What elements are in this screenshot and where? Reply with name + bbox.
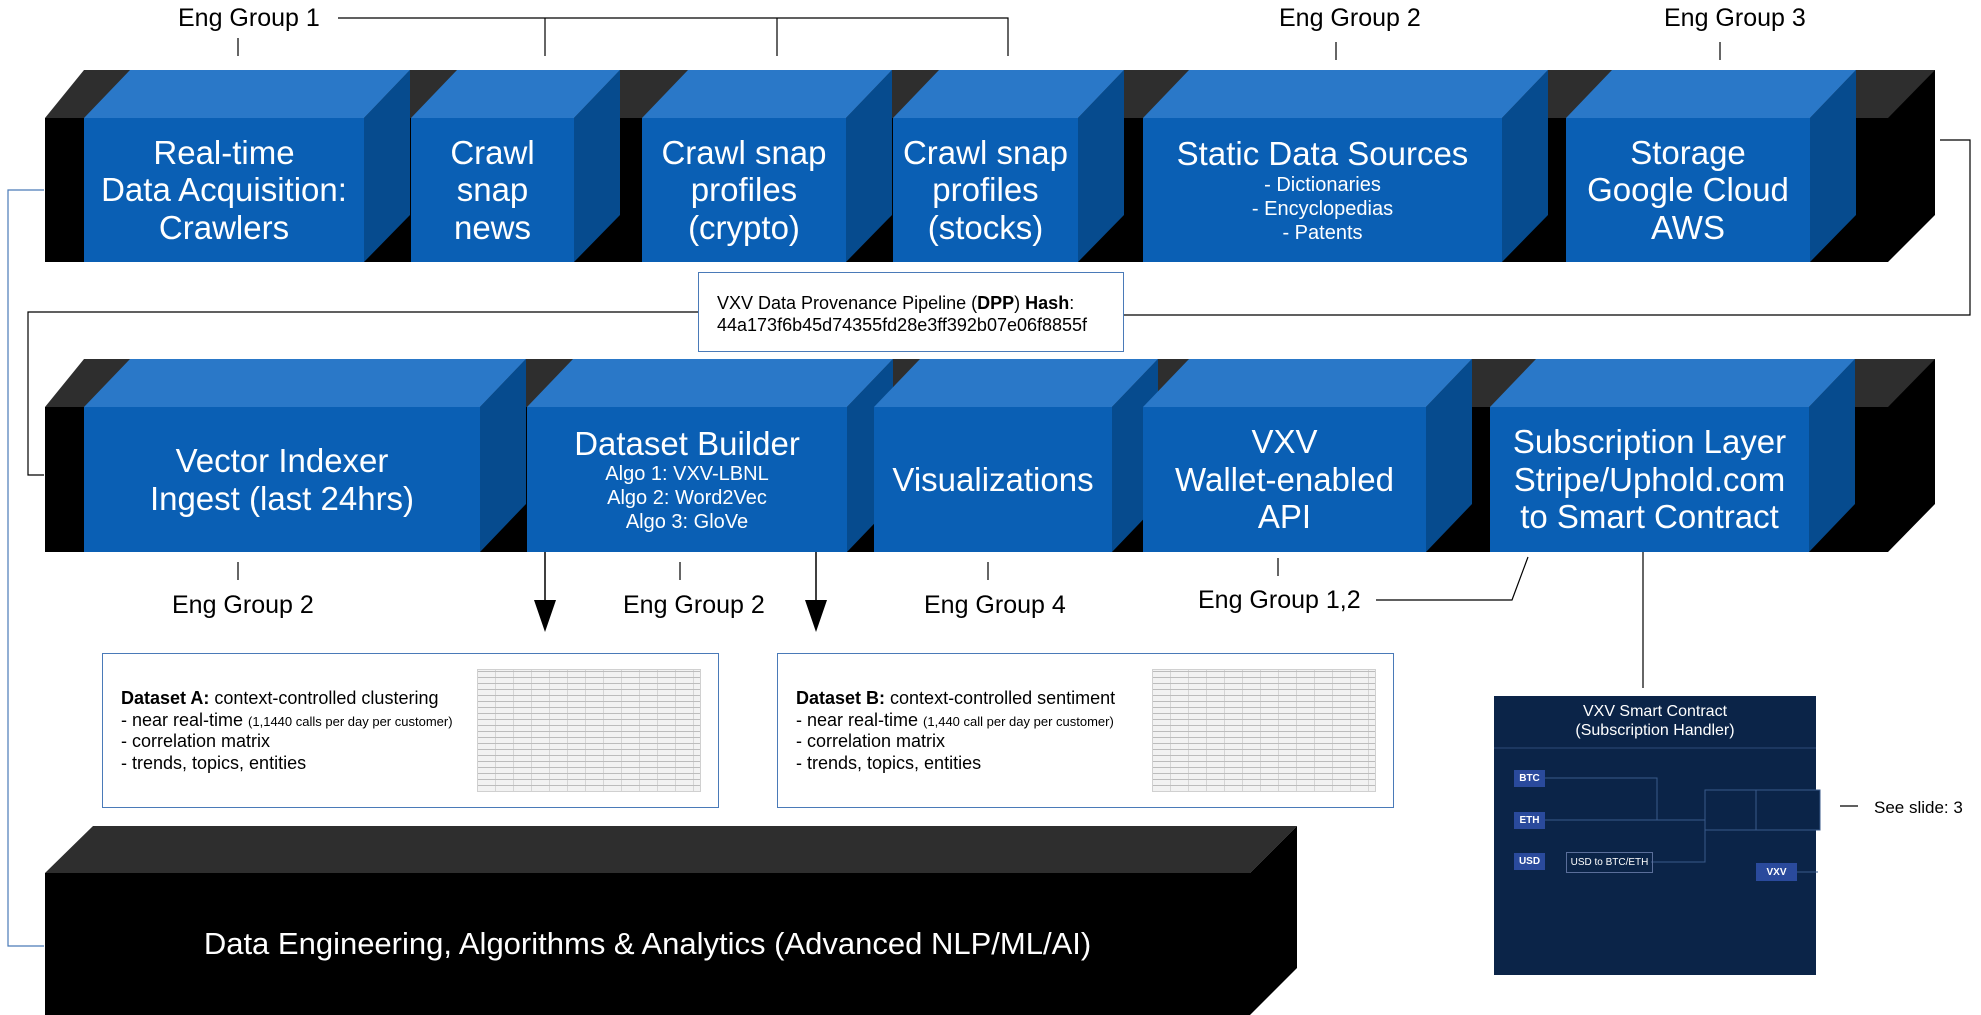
arrows [534,552,827,632]
crawl-crypto-box: Crawl snap profiles (crypto) [642,118,846,262]
storage-label: Storage Google Cloud AWS [1587,133,1789,246]
bottom-block-shape [45,826,1297,1015]
dataset-a-title: Dataset A: context-controlled clustering [121,688,439,708]
dataset-a-line-2: - correlation matrix [121,731,271,752]
subscription-layer-box: Subscription Layer Stripe/Uphold.com to … [1490,407,1809,552]
static-item-dictionaries: - Dictionaries [1264,173,1381,196]
smart-contract-panel-shape [1494,696,1821,975]
crawl-news-label: Crawl snap news [450,133,535,246]
vector-indexer-box: Vector Indexer Ingest (last 24hrs) [84,407,480,552]
usd-conversion-node: USD to BTC/ETH [1566,852,1653,873]
dataset-b-box: Dataset B: context-controlled sentiment … [777,653,1394,808]
dataset-builder-title: Dataset Builder [574,424,800,462]
eng-group-2-top-label: Eng Group 2 [1279,4,1421,32]
wallet-api-box: VXV Wallet-enabled API [1143,407,1426,552]
connector-lines [27,17,1971,807]
dpp-hash-title: VXV Data Provenance Pipeline (DPP) Hash: [717,293,1075,313]
crawl-crypto-label: Crawl snap profiles (crypto) [661,133,827,246]
crawl-news-box: Crawl snap news [411,118,574,262]
row2-box-shapes [84,359,1855,552]
eng-group-3-top-label: Eng Group 3 [1664,4,1806,32]
realtime-crawlers-label: Real-time Data Acquisition: Crawlers [101,133,347,246]
dataset-b-spreadsheet-thumbnail [1152,669,1376,792]
static-sources-box: Static Data Sources - Dictionaries - Enc… [1143,118,1502,262]
visual-eng-group-label: Eng Group 4 [924,591,1066,619]
visualizations-box: Visualizations [874,407,1112,552]
data-engineering-block: Data Engineering, Algorithms & Analytics… [45,873,1250,1015]
dataset-a-box: Dataset A: context-controlled clustering… [102,653,719,808]
see-slide-label: See slide: 3 [1874,798,1963,817]
smart-contract-subtitle: (Subscription Handler) [1575,722,1735,740]
eth-node: ETH [1514,812,1545,829]
dataset-a-line-3: - trends, topics, entities [121,752,307,773]
vxv-node: VXV [1756,863,1797,881]
algo-3: Algo 3: GloVe [625,511,749,534]
feedback-line [7,189,44,947]
dpp-hash-box: VXV Data Provenance Pipeline (DPP) Hash:… [698,272,1124,352]
wallet-api-label: VXV Wallet-enabled API [1175,423,1394,536]
static-sources-title: Static Data Sources [1176,135,1469,173]
smart-contract-title: VXV Smart Contract [1582,703,1728,720]
dataset-a-line-1: - near real-time (1,1440 calls per day p… [121,709,453,730]
dataset-builder-box: Dataset Builder Algo 1: VXV-LBNL Algo 2:… [527,407,847,552]
static-item-patents: - Patents [1282,221,1363,244]
realtime-crawlers-box: Real-time Data Acquisition: Crawlers [84,118,364,262]
dataset-b-title: Dataset B: context-controlled sentiment [796,688,1116,708]
subscription-layer-label: Subscription Layer Stripe/Uphold.com to … [1512,423,1787,536]
vector-indexer-label: Vector Indexer Ingest (last 24hrs) [149,441,415,517]
visualizations-label: Visualizations [892,460,1094,498]
algo-2: Algo 2: Word2Vec [607,487,767,510]
smart-contract-header: VXV Smart Contract (Subscription Handler… [1494,702,1816,740]
eng-group-1-top-label: Eng Group 1 [178,4,320,32]
dataset-a-spreadsheet-thumbnail [477,669,701,792]
dpp-hash-value: 44a173f6b45d74355fd28e3ff392b07e06f8855f [717,314,1088,335]
dataset-b-line-2: - correlation matrix [796,731,946,752]
usd-node: USD [1514,853,1545,870]
dataset-b-line-3: - trends, topics, entities [796,752,982,773]
dataset-b-line-1: - near real-time (1,440 call per day per… [796,709,1114,730]
data-engineering-label: Data Engineering, Algorithms & Analytics… [203,926,1092,962]
crawl-stocks-box: Crawl snap profiles (stocks) [893,118,1078,262]
api-eng-group-label: Eng Group 1,2 [1198,586,1361,614]
btc-node: BTC [1514,770,1545,787]
storage-box: Storage Google Cloud AWS [1566,118,1810,262]
dataset-eng-group-label: Eng Group 2 [623,591,765,619]
static-item-encyclopedias: - Encyclopedias [1251,197,1394,220]
crawl-stocks-label: Crawl snap profiles (stocks) [902,133,1069,246]
algo-1: Algo 1: VXV-LBNL [605,463,769,486]
vector-eng-group-label: Eng Group 2 [172,591,314,619]
row1-box-shapes [84,70,1856,262]
